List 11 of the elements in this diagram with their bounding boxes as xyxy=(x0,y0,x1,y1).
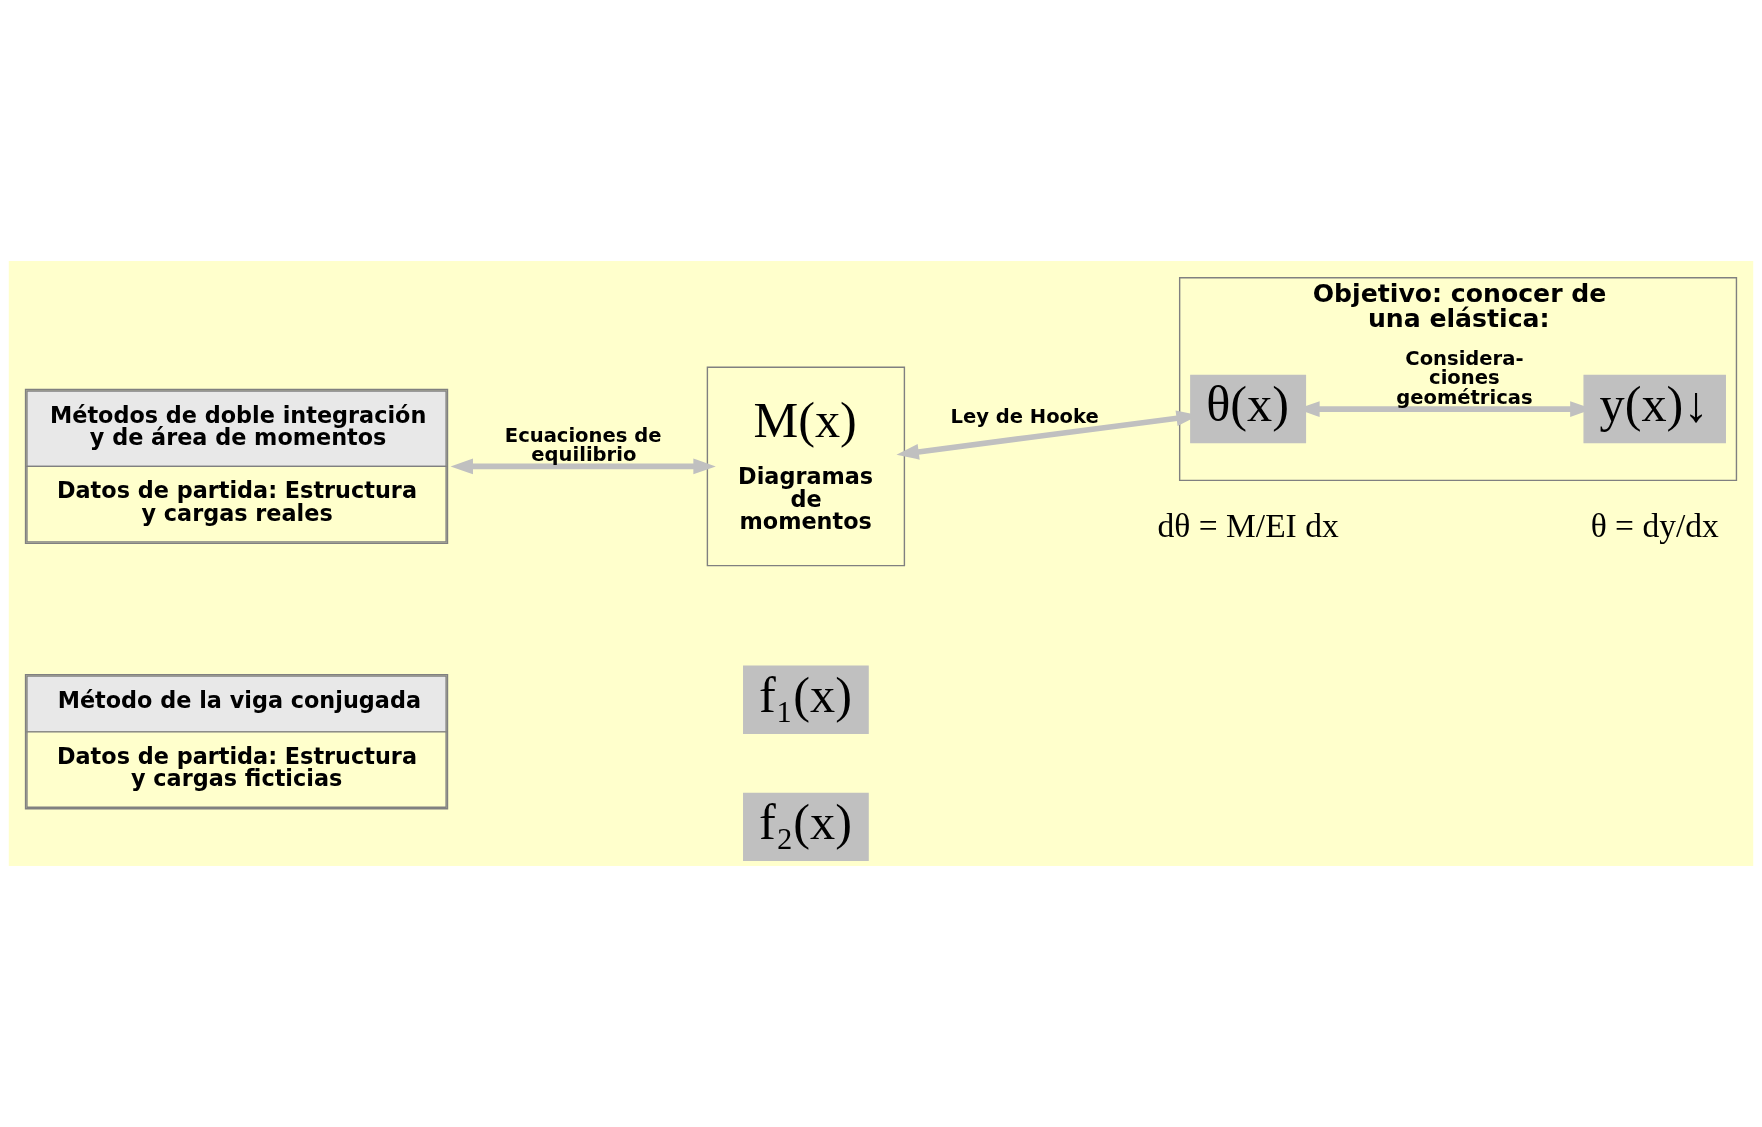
edge-label: Considera- ciones geométricas xyxy=(1396,346,1533,409)
node-box: f₂(x) xyxy=(743,792,869,862)
arrow xyxy=(450,458,716,475)
edge-label: Ecuaciones de equilibrio xyxy=(504,423,662,467)
node-box: M(x) Diagramas de momentos xyxy=(706,366,906,567)
label: θ = dy/dx xyxy=(1590,506,1719,544)
node-box: y(x)↓ xyxy=(1583,374,1726,444)
node-box: f₁(x) xyxy=(743,665,869,734)
node-box: θ(x) xyxy=(1190,374,1307,444)
label: dθ = M/EI dx xyxy=(1157,506,1339,544)
edge-label: Ley de Hooke xyxy=(950,405,1099,429)
